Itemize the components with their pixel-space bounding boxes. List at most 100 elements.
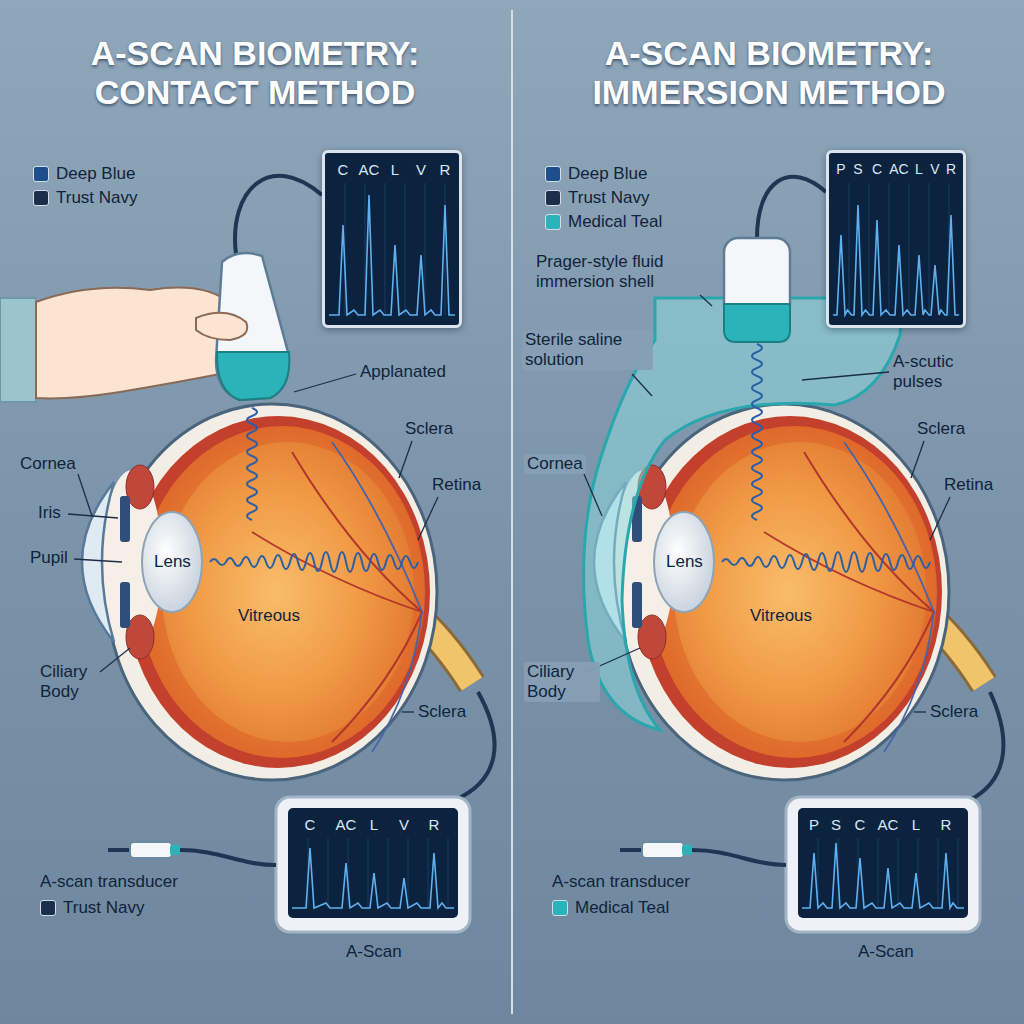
legend-item: Medical Teal <box>545 212 662 232</box>
part-label: Cornea <box>20 454 76 474</box>
legend-text: Deep Blue <box>568 164 647 184</box>
peak-label: R <box>429 816 440 833</box>
part-label: Sclera <box>418 702 466 722</box>
legend-swatch <box>545 166 561 182</box>
peak-label: C <box>338 161 349 178</box>
ultrasound-wave <box>247 408 257 520</box>
probe-cable <box>235 176 322 254</box>
cable <box>692 850 786 865</box>
cable <box>620 848 642 852</box>
part-label: Ciliary Body <box>524 662 600 702</box>
part-label: Sclera <box>930 702 978 722</box>
divider <box>511 10 513 1014</box>
peak-label: L <box>912 816 920 833</box>
peak-label: L <box>915 161 923 177</box>
probe-tip <box>217 352 289 400</box>
device-label: A-scan transducer <box>40 872 178 892</box>
part-label: Prager-style fluid immersion shell <box>536 252 708 292</box>
legend-swatch <box>33 190 49 206</box>
peak-label: S <box>853 161 862 177</box>
sleeve <box>0 298 36 402</box>
plug-tip <box>170 845 180 855</box>
part-label: Vitreous <box>238 606 300 626</box>
part-label: A-scutic pulses <box>893 352 993 392</box>
ultrasound-wave <box>752 344 762 520</box>
ascan-trace <box>829 153 963 325</box>
part-label: Sterile saline solution <box>522 330 653 370</box>
legend-item: Trust Navy <box>545 188 650 208</box>
part-label: Pupil <box>30 548 68 568</box>
panel-title: A-SCAN BIOMETRY: CONTACT METHOD <box>20 34 490 112</box>
legend-item: Trust Navy <box>40 898 145 918</box>
eye-anatomy <box>82 404 472 780</box>
peak-label: C <box>855 816 866 833</box>
device-label: A-scan transducer <box>552 872 690 892</box>
legend-item: Deep Blue <box>545 164 647 184</box>
device-label: A-Scan <box>858 942 914 962</box>
peak-label: S <box>831 816 841 833</box>
peak-label: V <box>930 161 939 177</box>
ascan-screen: PSC AC L R <box>798 808 968 918</box>
probe-cable <box>757 177 826 238</box>
ascan-screen: C AC LVR <box>322 150 462 328</box>
legend-text: Medical Teal <box>568 212 662 232</box>
finger <box>196 313 247 340</box>
legend-text: Trust Navy <box>63 898 145 918</box>
ascan-device <box>786 797 980 932</box>
legend-swatch <box>545 214 561 230</box>
peak-label: L <box>391 161 399 178</box>
peak-label: R <box>941 816 952 833</box>
plug <box>642 842 684 858</box>
device-label: A-Scan <box>346 942 402 962</box>
plug <box>130 842 172 858</box>
part-label: Sclera <box>405 419 453 439</box>
peak-label: P <box>836 161 845 177</box>
ascan-screen: C AC L V R <box>288 808 458 918</box>
peak-label: R <box>946 161 956 177</box>
cable <box>180 850 276 865</box>
legend-item: Medical Teal <box>552 898 669 918</box>
part-label: Retina <box>432 475 481 495</box>
peak-label: AC <box>336 816 357 833</box>
part-label: Iris <box>38 503 61 523</box>
legend-item: Trust Navy <box>33 188 138 208</box>
legend-text: Trust Navy <box>568 188 650 208</box>
peak-label: L <box>370 816 378 833</box>
part-label: Applanated <box>360 362 446 382</box>
ascan-screen: PSC AC LVR <box>826 150 966 328</box>
ascan-trace <box>325 153 459 325</box>
part-label: Lens <box>666 552 703 572</box>
legend-swatch <box>40 900 56 916</box>
peak-label: V <box>416 161 426 178</box>
part-label: Retina <box>944 475 993 495</box>
cable <box>108 848 130 852</box>
peak-label: V <box>399 816 409 833</box>
peak-label: P <box>809 816 819 833</box>
peak-label: C <box>305 816 316 833</box>
method-panel: A-SCAN BIOMETRY: IMMERSION METHODPSCACLV… <box>514 0 1024 1024</box>
legend-text: Medical Teal <box>575 898 669 918</box>
peak-label: AC <box>359 161 380 178</box>
legend-item: Deep Blue <box>33 164 135 184</box>
legend-swatch <box>552 900 568 916</box>
part-label: Ciliary Body <box>40 662 110 702</box>
plug-tip <box>682 845 692 855</box>
part-label: Cornea <box>524 454 586 474</box>
ascan-device <box>276 797 470 932</box>
legend-text: Trust Navy <box>56 188 138 208</box>
peak-label: C <box>872 161 882 177</box>
part-label: Lens <box>154 552 191 572</box>
part-label: Sclera <box>917 419 965 439</box>
legend-swatch <box>33 166 49 182</box>
part-label: Vitreous <box>750 606 812 626</box>
peak-label: R <box>440 161 451 178</box>
legend-swatch <box>545 190 561 206</box>
method-panel: A-SCAN BIOMETRY: CONTACT METHODCACLVRCAC… <box>0 0 510 1024</box>
probe-tip <box>724 304 790 342</box>
leader-lines <box>68 295 950 712</box>
peak-label: AC <box>889 161 908 177</box>
panel-title: A-SCAN BIOMETRY: IMMERSION METHOD <box>534 34 1004 112</box>
peak-label: AC <box>878 816 899 833</box>
legend-text: Deep Blue <box>56 164 135 184</box>
